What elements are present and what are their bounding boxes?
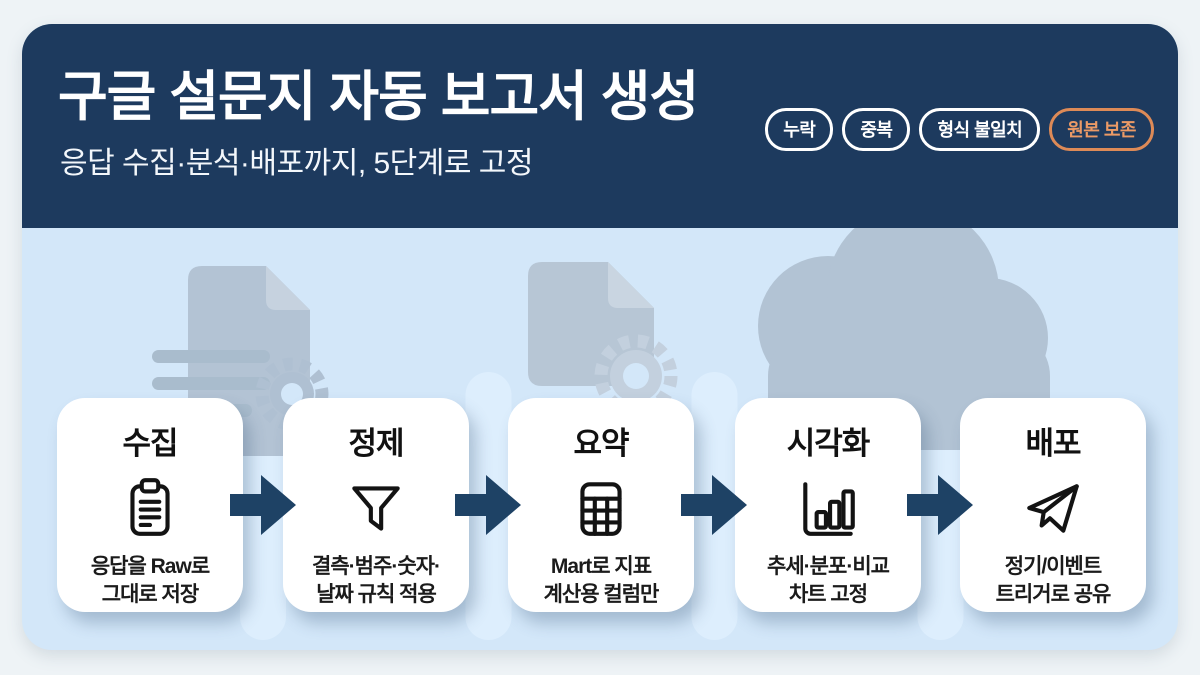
badge-format-mismatch: 형식 불일치 xyxy=(919,108,1041,151)
bar-chart-icon xyxy=(795,471,861,547)
step-title: 정제 xyxy=(348,426,404,461)
badge-original-preserved: 원본 보존 xyxy=(1049,108,1154,151)
flow-arrow-icon xyxy=(455,475,521,535)
step-title: 배포 xyxy=(1025,426,1081,461)
flow-arrow-icon xyxy=(907,475,973,535)
page-title: 구글 설문지 자동 보고서 생성 xyxy=(58,67,699,127)
document-gear-icon xyxy=(528,262,678,418)
badge-missing: 누락 xyxy=(765,108,834,151)
page-subtitle: 응답 수집·분석·배포까지, 5단계로 고정 xyxy=(60,147,534,180)
badge-group: 누락 중복 형식 불일치 원본 보존 xyxy=(765,108,1154,151)
clipboard-icon xyxy=(117,471,183,547)
step-description: 결측·범주·숫자·날짜 규칙 적용 xyxy=(312,555,441,606)
paper-plane-icon xyxy=(1020,471,1086,547)
step-title: 시각화 xyxy=(786,426,871,461)
funnel-icon xyxy=(343,471,409,547)
badge-duplicate: 중복 xyxy=(842,108,911,151)
step-title: 요약 xyxy=(573,426,629,461)
calculator-icon xyxy=(568,471,634,547)
flow-arrow-icon xyxy=(230,475,296,535)
header-banner: 구글 설문지 자동 보고서 생성 응답 수집·분석·배포까지, 5단계로 고정 … xyxy=(22,24,1178,228)
main-panel: 구글 설문지 자동 보고서 생성 응답 수집·분석·배포까지, 5단계로 고정 … xyxy=(22,24,1178,650)
step-title: 수집 xyxy=(122,426,178,461)
flow-arrow-icon xyxy=(681,475,747,535)
step-card-clean: 정제 결측·범주·숫자·날짜 규칙 적용 xyxy=(283,398,469,612)
